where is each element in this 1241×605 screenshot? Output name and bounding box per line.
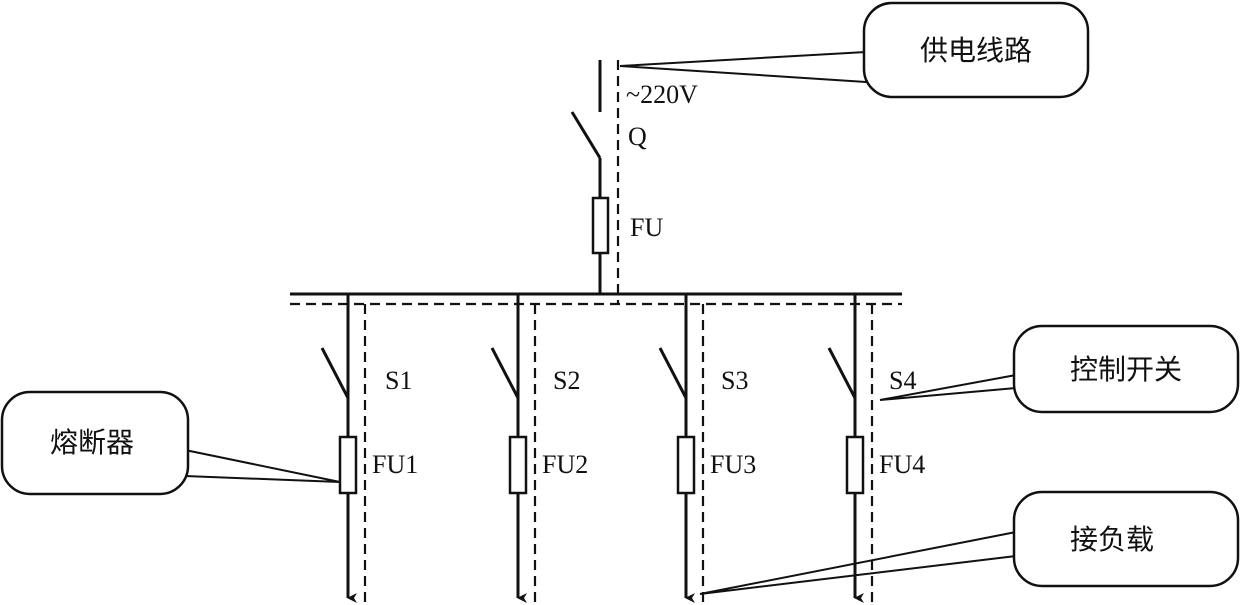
callout-control-switch: 控制开关 [879,324,1240,414]
fuse-label-fu4: FU4 [879,450,925,479]
control-switch-leader [879,374,1017,401]
voltage-label: ~220V [626,80,698,109]
main-fuse [591,196,610,255]
control-switch-box [1012,324,1240,414]
fuse-leader [184,449,341,483]
branch-4 [827,294,874,605]
callout-fuse: 熔断器 [0,390,341,496]
callout-load: 接负载 [699,490,1240,595]
fuse-text: 熔断器 [50,426,134,459]
supply-line-box [862,1,1090,99]
switch-label-s3: S3 [721,366,748,395]
branch-3-fuse [676,435,696,495]
load-leader [699,531,1017,595]
branch-3-switch-blade [658,347,688,399]
switch-label-s1: S1 [385,366,412,395]
control-switch-text: 控制开关 [1070,353,1182,386]
supply-line-leader [619,51,867,83]
branch-2 [490,294,537,605]
fuse-label-fu3: FU3 [710,450,756,479]
load-box [1012,490,1240,588]
branch-4-fuse [845,435,865,495]
fuse-box [0,390,190,496]
switch-label-s4: S4 [889,366,916,395]
main-switch-label: Q [628,122,647,151]
main-fuse-label: FU [630,213,663,242]
branch-1 [320,294,367,605]
branch-2-switch-blade [490,347,520,399]
main-supply [570,60,620,304]
branch-1-switch-blade [320,347,350,399]
main-switch-blade [570,111,602,159]
callout-supply-line: 供电线路 [619,1,1090,99]
branch-2-fuse [508,435,528,495]
switch-label-s2: S2 [553,366,580,395]
branch-3 [658,294,705,605]
load-text: 接负载 [1070,523,1154,556]
fuse-label-fu2: FU2 [542,450,588,479]
branch-4-switch-blade [827,347,857,399]
branch-1-fuse [338,435,358,495]
supply-line-text: 供电线路 [920,34,1032,67]
fuse-label-fu1: FU1 [372,450,418,479]
